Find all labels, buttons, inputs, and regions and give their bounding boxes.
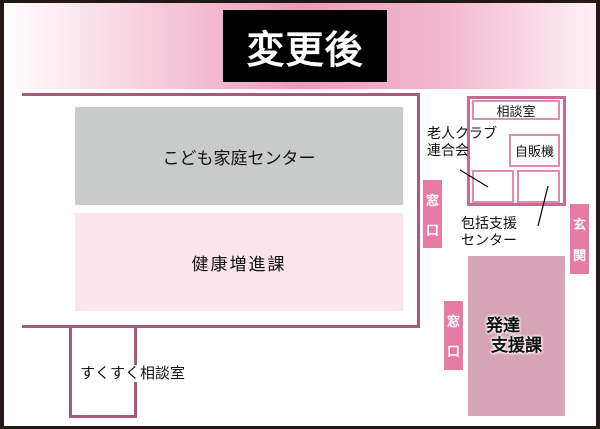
floor-map: 変更後 すくすく相談室 こども家庭センター 健康増進課 窓 口 相談室 自販機 …: [4, 3, 596, 426]
window-char: 口: [425, 223, 439, 239]
room-hattatsu-line: 発達: [486, 316, 520, 336]
label-line: 老人クラブ: [427, 126, 497, 142]
label-houkatsu-center: 包括支援 センター: [461, 216, 517, 250]
room-jihanki: 自販機: [509, 134, 560, 167]
window-char: 窓: [446, 314, 460, 330]
room-soudanshitsu: 相談室: [472, 100, 560, 120]
room-soudanshitsu-label: 相談室: [496, 104, 536, 120]
room-sukusuku-label: すくすく相談室: [80, 364, 188, 382]
room-kenko-label: 健康増進課: [191, 254, 287, 275]
window-char: 関: [572, 249, 586, 264]
room-hattatsu-line: 支援課: [491, 336, 542, 356]
room-kodomo-katei-center: こども家庭センター: [75, 107, 403, 205]
window-char: 玄: [572, 218, 586, 233]
room-houkatsu-left: [472, 170, 514, 203]
room-houkatsu-right: [517, 170, 560, 203]
room-kodomo-label: こども家庭センター: [162, 148, 316, 169]
window-madoguchi-2: 窓 口: [444, 301, 463, 370]
room-hattatsu-shienka: 発達 支援課: [468, 256, 565, 416]
leader-lines: [459, 169, 549, 227]
window-char: 口: [446, 345, 460, 361]
wall-bottom: [22, 325, 420, 328]
label-line: 連合会: [427, 143, 469, 159]
window-char: 窓: [425, 193, 439, 209]
annex-outer: [467, 96, 566, 206]
room-kenko-zoushin: 健康増進課: [75, 213, 403, 311]
entrance-genkan: 玄 関: [570, 204, 589, 274]
room-jihanki-label: 自販機: [514, 145, 554, 160]
header-banner: 変更後: [4, 3, 596, 89]
room-roujin-club: [472, 134, 506, 164]
sukusuku-wall-left: [69, 325, 72, 418]
label-line: センター: [461, 233, 517, 249]
wall-right: [417, 93, 420, 328]
wall-top: [22, 93, 420, 96]
label-line: 包括支援: [461, 216, 517, 232]
label-roujin-club: 老人クラブ 連合会: [427, 126, 497, 160]
window-madoguchi-1: 窓 口: [423, 180, 442, 248]
sukusuku-wall-bottom: [69, 415, 137, 418]
page-title: 変更後: [223, 10, 387, 82]
